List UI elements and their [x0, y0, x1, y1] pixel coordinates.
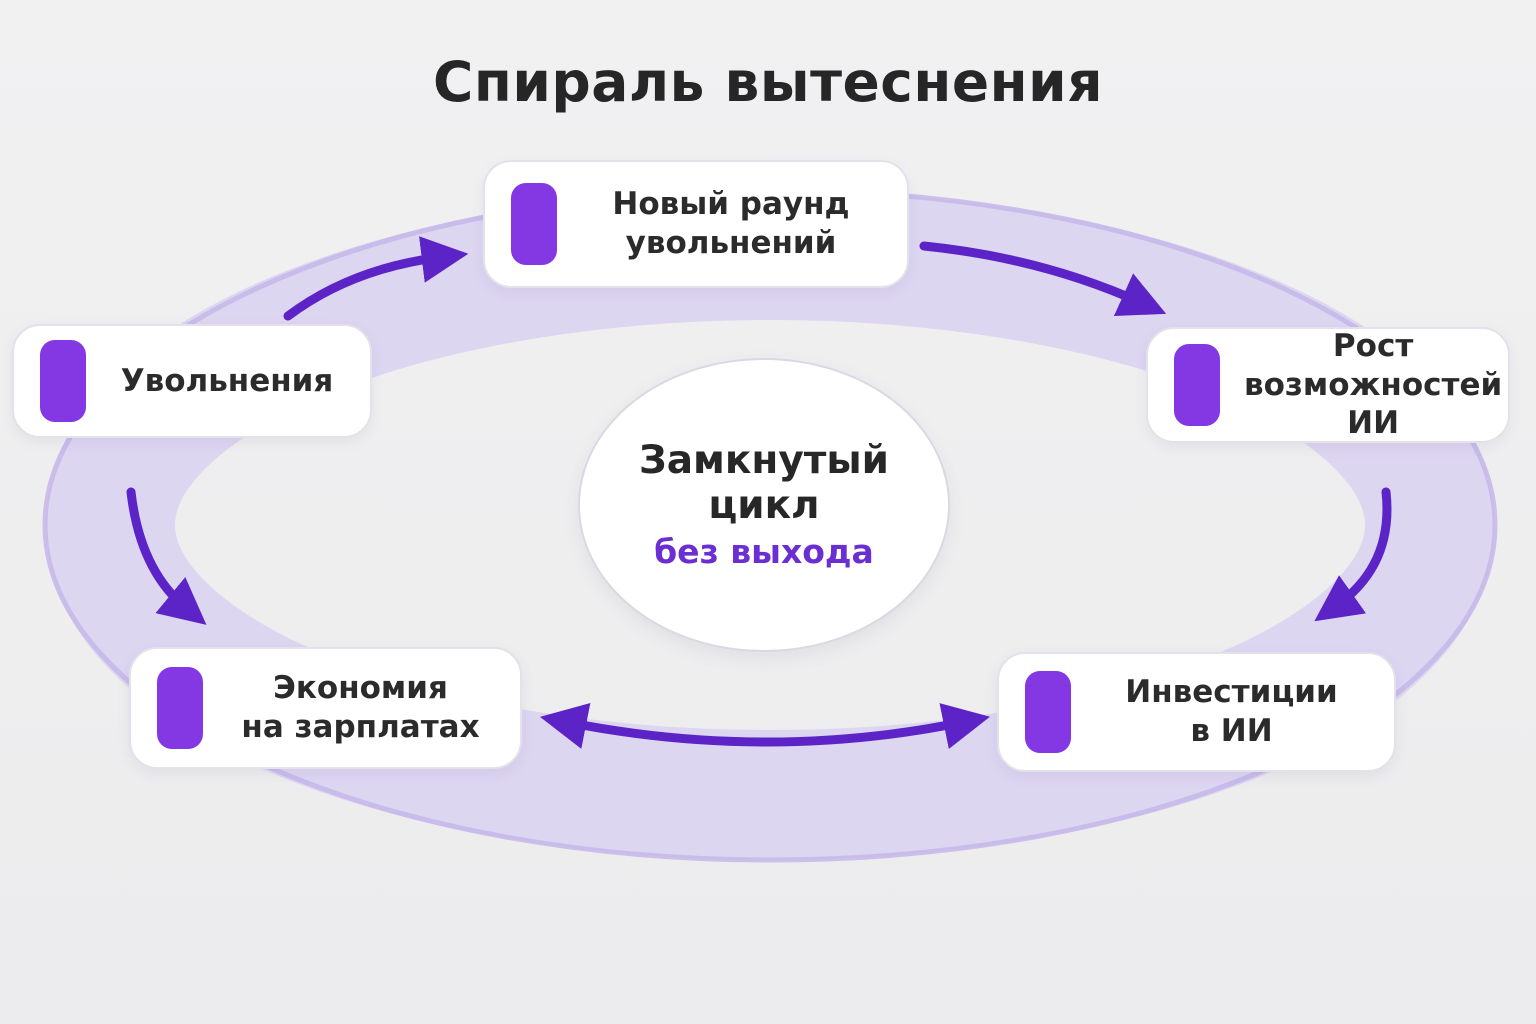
node-savings: Экономия на зарплатах — [129, 647, 522, 769]
diagram-title: Спираль вытеснения — [432, 50, 1104, 114]
arrow-ai-growth-to-investments — [1314, 487, 1392, 622]
purple-pill-icon — [157, 667, 203, 749]
node-label: Рост возможностей ИИ — [1244, 327, 1503, 442]
node-label: Увольнения — [120, 362, 334, 399]
center-subtitle: без выхода — [654, 532, 874, 572]
center-circle: Замкнутый цикл без выхода — [578, 358, 950, 652]
purple-pill-icon — [511, 183, 557, 265]
arrow-new-round-to-ai-growth — [919, 241, 1167, 317]
center-title: Замкнутый цикл — [639, 437, 889, 528]
arrow-investments-savings-bidirectional — [539, 702, 990, 749]
purple-pill-icon — [1174, 344, 1220, 426]
node-label: Новый раунд увольнений — [612, 186, 850, 261]
node-label: Инвестиции в ИИ — [1125, 674, 1338, 749]
purple-pill-icon — [40, 340, 86, 422]
node-layoffs: Увольнения — [12, 324, 372, 438]
arrow-layoffs-to-savings — [126, 487, 207, 625]
node-ai-growth: Рост возможностей ИИ — [1146, 327, 1510, 443]
node-label: Экономия на зарплатах — [241, 670, 480, 745]
node-investments: Инвестиции в ИИ — [997, 652, 1396, 772]
purple-pill-icon — [1025, 671, 1071, 753]
node-new-round: Новый раунд увольнений — [483, 160, 909, 288]
arrow-layoffs-to-new-round — [283, 236, 469, 321]
